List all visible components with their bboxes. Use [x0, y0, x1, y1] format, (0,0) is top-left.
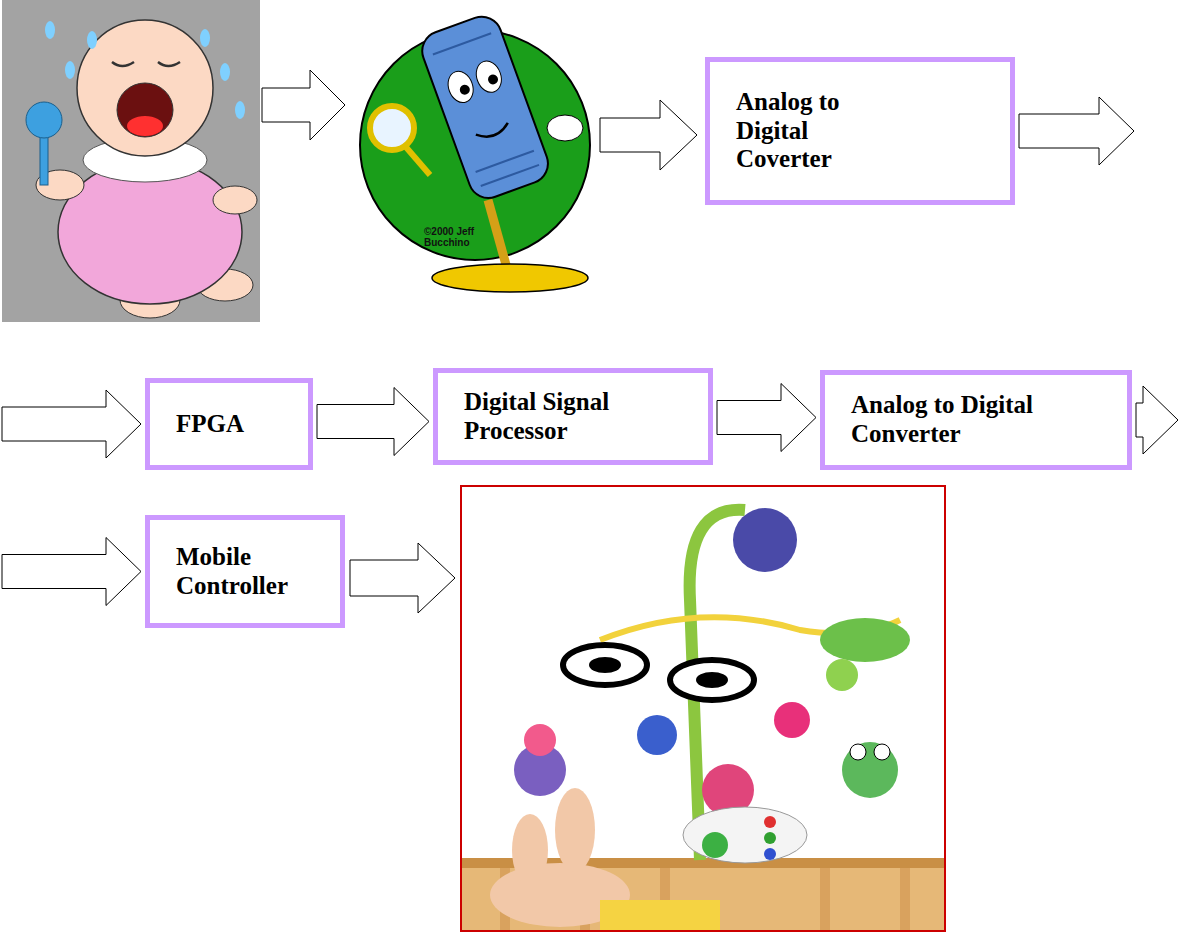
baby-eyes: [112, 62, 180, 66]
mic-smile: [476, 123, 510, 141]
mobile-top-ball: [733, 508, 797, 572]
baby-arm: [213, 186, 257, 214]
magnifier: [370, 106, 414, 150]
control-button: [764, 832, 776, 844]
process-box: Analog to Digital Converter: [820, 370, 1132, 470]
control-button: [764, 848, 776, 860]
baby-leg: [555, 788, 595, 872]
baby-tongue: [127, 116, 163, 136]
hanging-ball: [826, 659, 858, 691]
cartoon-microphone: [360, 11, 590, 292]
spiral-disc: [696, 672, 728, 688]
block-arrow-connector: [717, 384, 816, 452]
tear: [87, 31, 97, 49]
tear: [200, 29, 210, 47]
tear: [65, 61, 75, 79]
process-box: Digital Signal Processor: [433, 368, 713, 465]
baby-mouth: [117, 83, 173, 137]
block-arrow-connector: [317, 388, 429, 456]
box-label: Digital Signal Processor: [464, 388, 694, 446]
spiral-disc: [563, 645, 647, 685]
copyright-label: ©2000 Jeff Bucchino: [424, 226, 484, 248]
frog-eye: [874, 744, 890, 760]
control-button: [702, 832, 728, 858]
mic-base: [432, 264, 588, 292]
photo-frame: [461, 486, 945, 931]
tear: [235, 101, 245, 119]
block-arrow: [262, 70, 345, 140]
baby-background: [2, 0, 260, 322]
crying-baby: [2, 0, 260, 322]
crib-mobile: [461, 486, 945, 931]
mic-eye: [472, 58, 505, 96]
baby-leg: [512, 814, 548, 886]
spiral-disc: [670, 660, 754, 700]
mic-body: [417, 11, 554, 203]
magnifier-handle: [405, 146, 430, 175]
process-box: Analog to Digital Coverter: [705, 57, 1015, 205]
mic-glove: [547, 115, 583, 141]
hanging-ball: [637, 715, 677, 755]
frog-eye: [850, 744, 866, 760]
bird-toy: [524, 724, 556, 756]
mic-grille: [433, 33, 539, 186]
hanging-ball: [774, 702, 810, 738]
control-unit: [683, 807, 807, 863]
leaf-disc: [820, 618, 910, 662]
box-label: Mobile Controller: [176, 543, 316, 601]
tear: [220, 63, 230, 81]
mic-stand: [488, 200, 508, 272]
spiral-disc: [589, 657, 621, 673]
frog-toy: [842, 742, 898, 798]
process-box: FPGA: [145, 378, 313, 470]
baby-head: [77, 20, 213, 156]
tear: [45, 21, 55, 39]
box-label: FPGA: [176, 410, 294, 439]
box-label: Analog to Digital Coverter: [736, 88, 886, 174]
rattle-head: [26, 102, 62, 138]
block-arrow: [350, 543, 455, 613]
process-box: Mobile Controller: [145, 515, 345, 628]
control-button: [764, 816, 776, 828]
mic-pupil: [458, 83, 471, 96]
mic-eye: [444, 68, 477, 106]
baby-shirt: [600, 900, 720, 930]
mic-pupil: [487, 73, 500, 86]
box-label: Analog to Digital Converter: [851, 391, 1113, 449]
block-arrow: [600, 100, 697, 170]
